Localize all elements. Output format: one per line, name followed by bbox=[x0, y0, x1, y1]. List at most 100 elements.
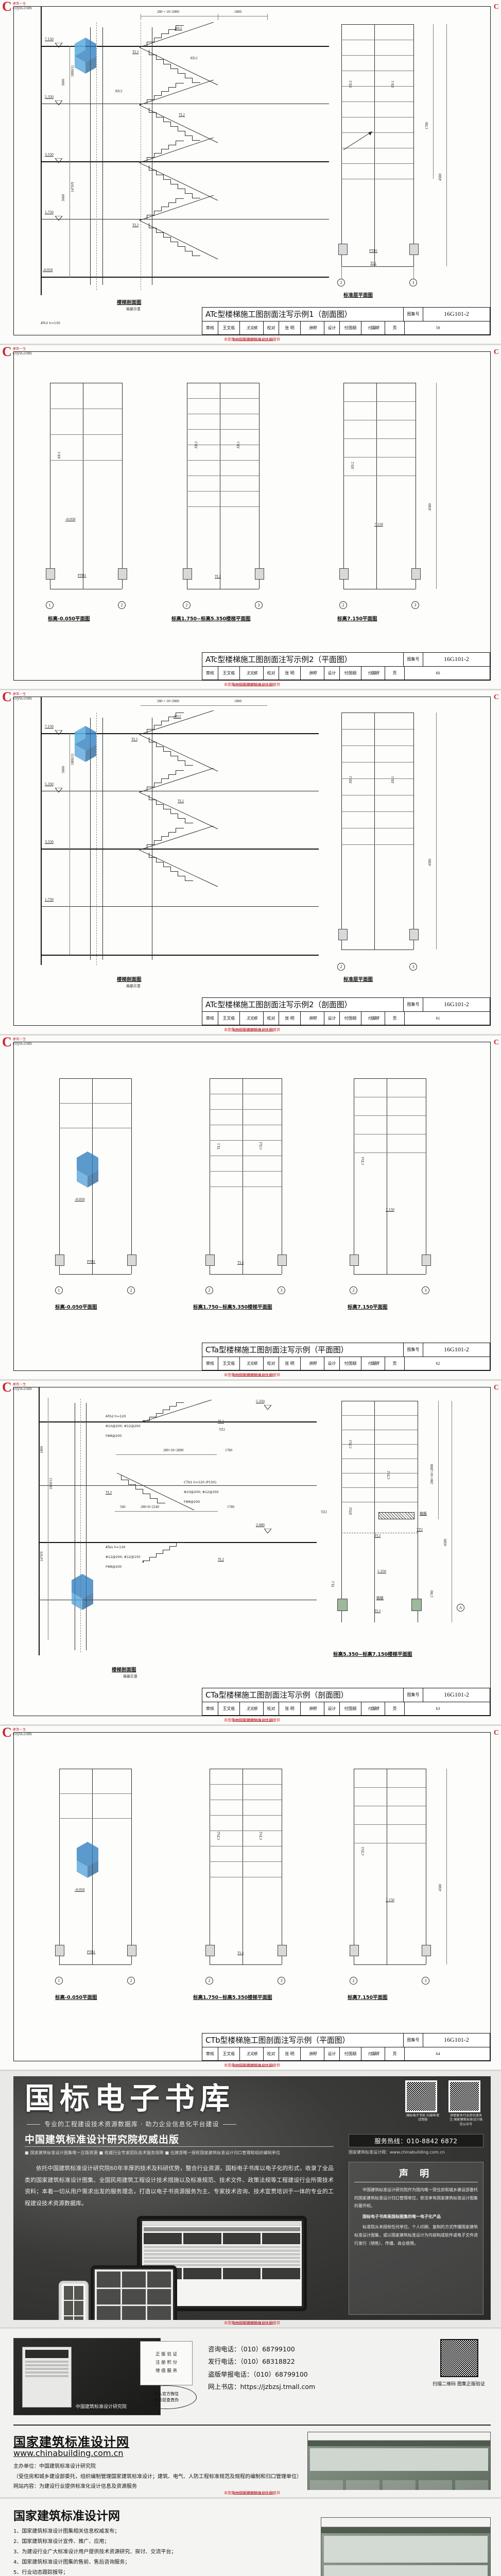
elev5-5350: 5.350 bbox=[256, 1399, 265, 1403]
dim-2800-mid: 1780 bbox=[425, 122, 429, 129]
plan4mid-column-1 bbox=[205, 1255, 215, 1266]
footer-link-5[interactable]: www.chinabuilding.com.cn bbox=[233, 1719, 273, 1722]
plan-member-ptb1: PTB1 bbox=[369, 249, 378, 253]
dim-280x10: 280 × 10=2800 bbox=[157, 10, 179, 14]
atlas-code-label-2: 图集号 bbox=[403, 653, 423, 666]
member-label-tl3-b: TL3 bbox=[132, 223, 139, 227]
designer-signature-1: 付国顺 bbox=[361, 321, 385, 334]
designer-signature-4: 付国顺 bbox=[361, 1357, 385, 1370]
promo-ebook-page: 国标电子书库 专业的工程建设技术资源数据库 · 助力企业信息化平台建设 中国建筑… bbox=[0, 2071, 501, 2329]
dim3-280x10: 280 × 10=2800 bbox=[157, 699, 179, 703]
plan3-atc1: ATc1 bbox=[391, 776, 395, 784]
site-line-content: 网站内容：为建设行业提供标准化设计信息及资源服务 bbox=[13, 2484, 137, 2489]
dim-4580-mid: 4580 bbox=[438, 174, 442, 181]
designer-label-4: 设计 bbox=[324, 1357, 339, 1370]
decorative-hex-cluster-5 bbox=[60, 1573, 105, 1611]
reviewer-signature-3: 王文栋 bbox=[239, 1011, 263, 1025]
drawing-notes-1: ATc2 h=130 bbox=[41, 316, 226, 326]
plan5-elev: 5.350 bbox=[377, 1569, 386, 1573]
promo-ebook-hotline: 服务热线：010-8842 6872 bbox=[349, 2134, 483, 2147]
figure-caption-mid-5: 标高5.350~标高7.150楼梯平面图 bbox=[333, 1652, 412, 1657]
watermark-letter-5: C bbox=[2, 1381, 12, 1395]
reviewer-signature-4: 王文栋 bbox=[239, 1357, 263, 1370]
corner-watermark-4: C bbox=[493, 1039, 499, 1046]
verify-ellipse-callout[interactable]: 进入官方微信 刮涂层查真伪 bbox=[136, 2385, 197, 2409]
watermark-cn-5: 建筑一生 bbox=[12, 1383, 26, 1387]
checker-signature-3: 张明 bbox=[300, 1011, 324, 1025]
elevation-1750: 1.750 bbox=[45, 210, 54, 214]
plan4mid-tl4: TL4 bbox=[237, 1261, 244, 1265]
footer-note-5: 本图集由国家建筑标准设计网提供 bbox=[223, 1718, 281, 1722]
qr-code-verify[interactable] bbox=[440, 2339, 478, 2377]
dim-1800: 1800 bbox=[234, 10, 241, 14]
footer-link-1[interactable]: www.chinabuilding.com.cn bbox=[233, 338, 273, 341]
site-section-url[interactable]: www.chinabuilding.com.cn bbox=[13, 2448, 124, 2458]
contact-online-store[interactable]: 网上书店：https://jzbzsj.tmall.com bbox=[208, 2383, 316, 2391]
reviewer-signature-5: 王文栋 bbox=[239, 1702, 263, 1715]
promo-ebook-subtitle: 专业的工程建设技术资源数据库 · 助力企业信息化平台建设 bbox=[26, 2121, 237, 2128]
footer-note-6: 本图集由国家建筑标准设计网提供 bbox=[223, 2063, 281, 2067]
atlas-code-4: 16G101-2 bbox=[423, 1343, 490, 1357]
footer-link-p2[interactable]: www.chinabuilding.com.cn bbox=[233, 2492, 273, 2495]
verify-chip: 正 版 验 证 注 册 积 分 增 值 服 务 bbox=[140, 2341, 193, 2385]
footer-link-2[interactable]: www.chinabuilding.com.cn bbox=[233, 683, 273, 686]
rebar-atb2-l3: FΦ8@200 bbox=[106, 1434, 122, 1438]
reviewer-name-2: 王文栋 bbox=[218, 666, 239, 680]
sheet-title-6: CTb型楼梯施工图剖面注写示例（平面图） bbox=[205, 2036, 350, 2045]
checker-signature-5: 张明 bbox=[300, 1702, 324, 1715]
qr-code-ebook-trial[interactable] bbox=[405, 2080, 437, 2112]
rebar-ctb1-l2: Φ10@200; Φ12@200 bbox=[184, 1489, 219, 1494]
elev3-7150: 7.150 bbox=[45, 724, 54, 728]
plan6r-column-2 bbox=[422, 1945, 431, 1956]
axis4r-circle-2: 3 bbox=[422, 1286, 429, 1294]
plan6mid-ctb2: CTb2 bbox=[217, 1832, 221, 1840]
axis4mid-circle-2: 3 bbox=[278, 1286, 285, 1294]
qr-code-wechat-official[interactable] bbox=[448, 2080, 480, 2112]
figure-subcaption-left-3: 局部示意 bbox=[126, 984, 141, 988]
drawing-sheet-3: C 建筑一生 coyis.com C bbox=[0, 690, 501, 1036]
elev3-1750: 1.750 bbox=[45, 897, 54, 902]
axis2-circle-2: 2 bbox=[118, 601, 126, 609]
page-label-1: 页 bbox=[385, 321, 404, 334]
footer-link-3[interactable]: www.chinabuilding.com.cn bbox=[233, 1028, 273, 1031]
footer-link-p1[interactable]: www.chinabuilding.com.cn bbox=[233, 2321, 273, 2325]
device-phone bbox=[59, 2281, 89, 2320]
checker-label-5: 校对 bbox=[263, 1702, 279, 1715]
footer-link-4[interactable]: www.chinabuilding.com.cn bbox=[233, 1374, 273, 1377]
footer-link-6[interactable]: www.chinabuilding.com.cn bbox=[233, 2064, 273, 2067]
qr-caption-ebook-trial: 国标电子书库 扫描申请试用版 bbox=[406, 2114, 439, 2122]
rebar-atb2-l2: Φ10@200; Φ12@200 bbox=[106, 1423, 141, 1428]
atlas-code-label-3: 图集号 bbox=[403, 998, 423, 1011]
dim5-1780: 1780 bbox=[225, 1448, 232, 1452]
member-label-tl2: TL2 bbox=[179, 113, 185, 117]
member3-tl2: TL2 bbox=[178, 799, 184, 803]
plan3-atc2: ATc2 bbox=[349, 776, 353, 784]
axis2mid-circle-1: 2 bbox=[183, 601, 191, 609]
dim3-3600: 3600 bbox=[61, 766, 65, 773]
plan-member-atc2: ATc2 bbox=[349, 80, 353, 88]
designer-label-2: 设计 bbox=[324, 666, 339, 680]
member5-tl2: TL2 bbox=[218, 1419, 224, 1423]
plan6-ptb1: PTB1 bbox=[87, 1950, 96, 1954]
promo-ebook-website[interactable]: 国家建筑标准设计网：www.chinabuilding.com.cn bbox=[349, 2150, 445, 2155]
figure-caption-right-4: 标高7.150平面图 bbox=[348, 1304, 388, 1310]
page-label-4: 页 bbox=[385, 1357, 404, 1370]
plan5-column-1 bbox=[337, 1599, 348, 1611]
reviewer-name-5: 王文栋 bbox=[218, 1702, 239, 1715]
dim3-4580: 4580 bbox=[428, 859, 432, 866]
atlas-code-6: 16G101-2 bbox=[423, 2033, 490, 2047]
dim5-1470-9: 1470/9 bbox=[40, 1551, 44, 1562]
rebar-atb2-l1: ATb2 h=120 bbox=[106, 1414, 126, 1418]
book-cover-mockup bbox=[22, 2347, 72, 2408]
designer-name-3: 付国顺 bbox=[339, 1011, 361, 1025]
reviewer-signature-6: 王文栋 bbox=[239, 2047, 263, 2060]
dim5-1800-11: 1800/11 bbox=[49, 1478, 53, 1489]
axis2r-circle-1: 2 bbox=[339, 601, 347, 609]
dim5-1800: 1800 bbox=[40, 1446, 44, 1453]
member-label-atc2: ATc2 bbox=[175, 26, 182, 30]
site-line-host: 主办单位：中国建筑标准设计研究院 bbox=[13, 2464, 96, 2469]
reviewer-label-6: 审核 bbox=[206, 2051, 214, 2056]
dim-3600-b: 3600 bbox=[61, 194, 65, 201]
plan6-elev: -0.050 bbox=[75, 1887, 85, 1892]
verify-chip-text: 正 版 验 证 注 册 积 分 增 值 服 务 bbox=[155, 2352, 178, 2374]
